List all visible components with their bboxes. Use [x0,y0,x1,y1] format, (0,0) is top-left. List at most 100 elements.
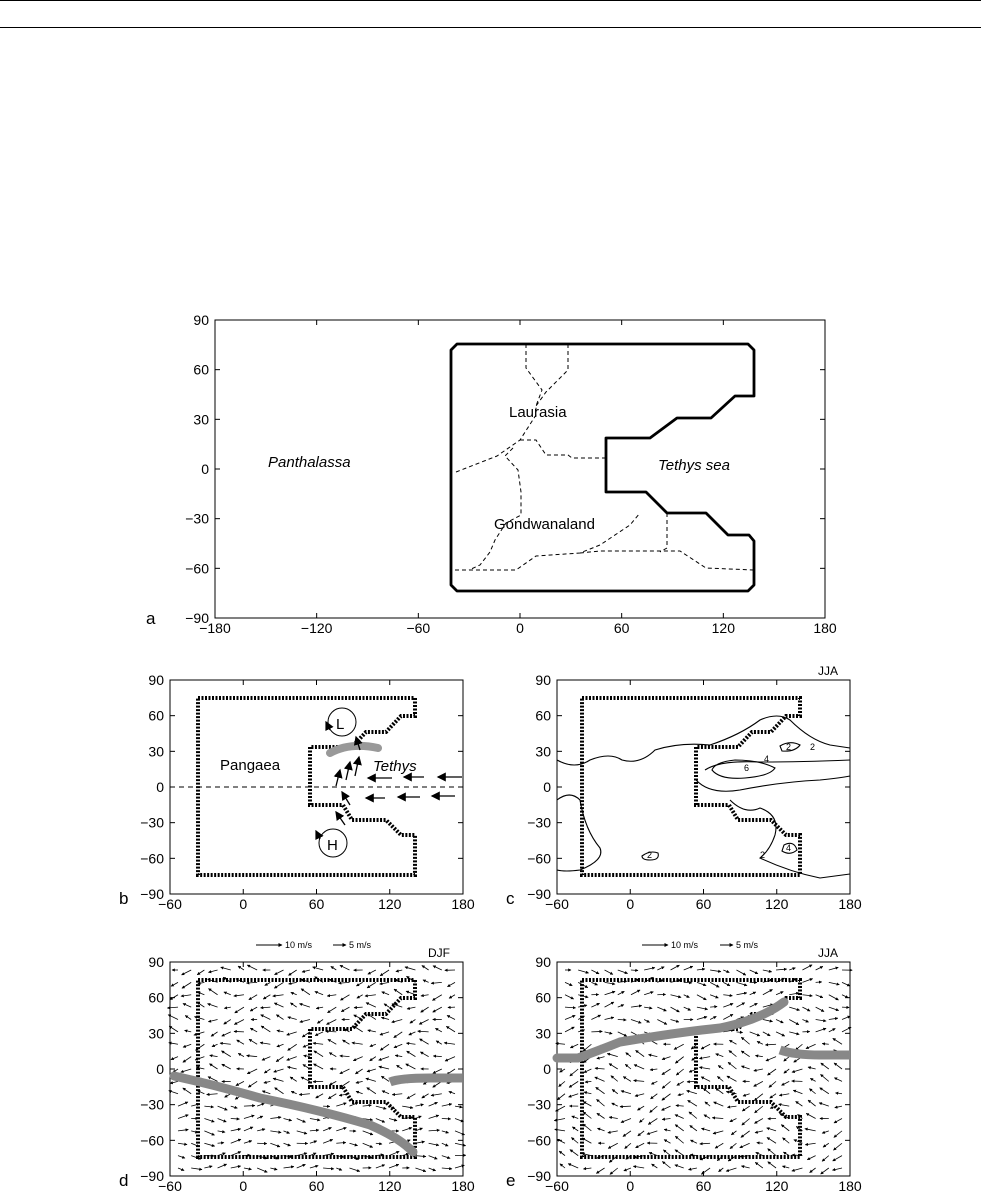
legend-5-label: 5 m/s [736,940,759,950]
season-label-d: DJF [428,946,450,960]
wind-vector [635,1050,645,1057]
wind-vector [197,981,205,985]
wind-vector [362,1130,374,1136]
wind-vector [700,1043,711,1050]
wind-vector [184,1029,192,1033]
wind-vector [696,967,706,971]
wind-vector [445,1026,456,1033]
wind-vector [607,1130,618,1134]
wind-vector [555,1105,566,1112]
wind-vector [180,1068,192,1073]
wind-vector [833,1142,843,1151]
wind-vector [182,1087,192,1095]
wind-vector [661,1117,671,1121]
wind-vector [841,994,849,999]
wind-vector [802,993,813,998]
wind-vector [673,1043,684,1050]
wind-vector [391,1019,403,1024]
wind-vector [809,1077,816,1082]
wind-vector [351,1041,363,1045]
wind-vector [569,1149,579,1156]
wind-vector [749,969,759,975]
wind-vector [454,1164,465,1169]
page-header-rule [0,0,981,28]
wind-vector [741,1105,750,1112]
wind-vector [756,1141,763,1145]
wind-vector [378,1056,390,1061]
wind-vector [555,1042,566,1046]
wind-vector [767,1161,777,1169]
wind-arrows-b [315,720,462,841]
wind-vector [624,1063,632,1070]
wind-vector [834,1105,843,1109]
wind-vector [276,1029,284,1033]
wind-vector [402,1105,414,1110]
x-tick-label: −60 [158,896,182,912]
wind-vector [717,1065,724,1070]
wind-vector [723,1013,734,1020]
x-tick-label: 120 [378,1178,402,1192]
wind-vector [257,1155,268,1160]
y-tick-label: −30 [140,815,164,831]
wind-vector [261,1056,271,1061]
wind-vector [283,1165,295,1169]
wind-vector [729,1142,737,1149]
wind-vector [739,1142,750,1149]
wind-vector [661,1081,671,1089]
wind-vector [417,1029,429,1033]
wind-vector [287,1016,297,1020]
wind-vector [312,1041,324,1045]
wind-vector [762,1019,773,1023]
wind-vector [841,1026,852,1033]
wind-vector [643,1019,650,1023]
wind-vector [749,1031,761,1037]
wind-vector [180,994,192,998]
wind-vector [435,1040,443,1045]
wind-vector [313,1050,324,1057]
wind-vector [230,1117,240,1121]
wind-vector [729,1039,737,1045]
convergence-zone-b [326,741,382,757]
wind-vector [604,969,614,975]
wind-vector [362,1103,372,1108]
wind-vector [260,1025,271,1033]
wind-vector [381,1090,390,1095]
wind-vector [243,1140,253,1144]
wind-vector [622,1130,632,1137]
wind-vector [274,969,284,976]
wind-vector [696,1006,709,1011]
wind-vector [204,1130,215,1136]
panel-letter-a: a [146,609,156,628]
wind-vector [608,1063,618,1070]
wind-vector [209,1063,218,1070]
wind-vector [197,1090,205,1095]
wind-vector [379,969,390,977]
wind-vector [650,1093,658,1100]
wind-vector [330,966,337,971]
wind-vector [749,991,757,996]
wind-vector [596,1167,605,1174]
wind-vector [637,1130,645,1137]
wind-vector [564,1014,576,1020]
y-tick-label: 0 [543,1061,551,1077]
label-laurasia: Laurasia [509,404,567,421]
wind-vector [339,964,350,971]
wind-vector [834,1077,843,1082]
wind-vector [448,994,456,999]
wind-vector [323,1167,335,1171]
wind-vector [288,981,297,985]
wind-vector [591,1014,602,1020]
wind-vector [639,1118,645,1123]
wind-vector [740,1050,750,1057]
wind-vector [432,994,443,1001]
wind-vector [768,1081,777,1088]
wind-vector [815,1027,827,1033]
wind-vector [767,1068,777,1076]
panel-d-frame [169,961,464,1177]
wind-vector [355,1080,363,1084]
wind-vector [336,1141,347,1145]
x-tick-label: 180 [838,1178,862,1192]
